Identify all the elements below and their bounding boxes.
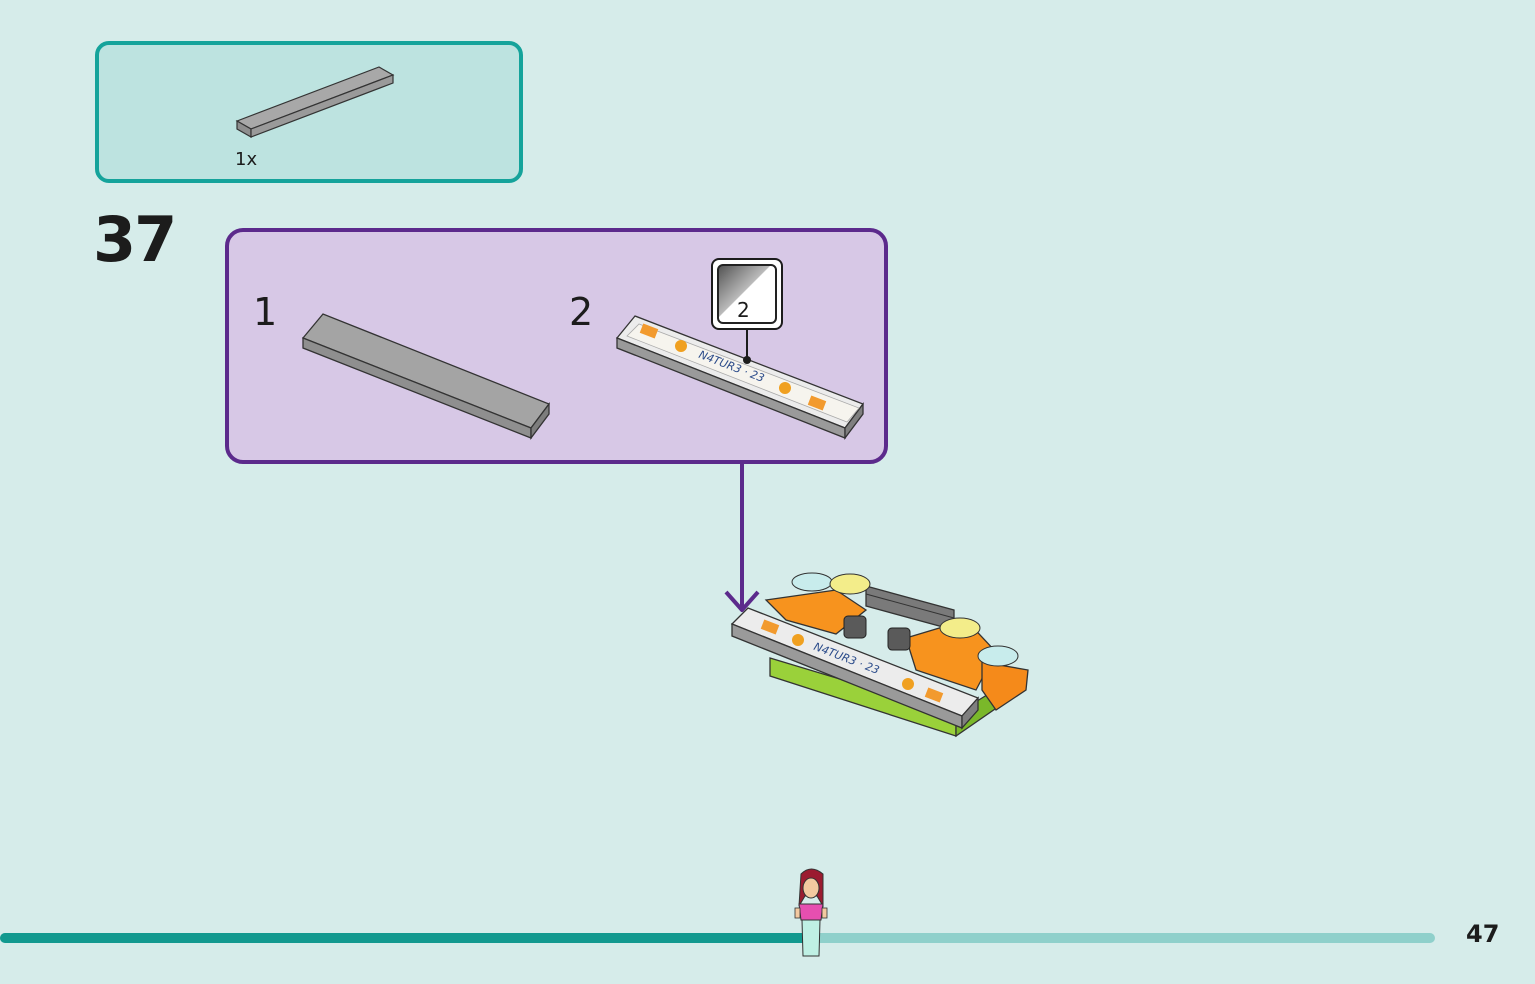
substep-label-1: 1 <box>253 290 278 334</box>
placement-arrow <box>724 462 760 612</box>
gray-tile-1x6-icon <box>301 313 551 440</box>
printed-tile-icon <box>615 315 865 440</box>
sticker-callout: 2 <box>711 258 783 330</box>
model-assembly-icon <box>730 572 1029 738</box>
sticker-number: 2 <box>737 298 750 322</box>
minifigure-progress-marker-icon <box>794 868 828 957</box>
substep-box: 1 2 N4TUR3 · 23 2 <box>225 228 888 464</box>
sticker-icon <box>717 264 777 324</box>
progress-bar <box>0 933 1435 943</box>
parts-list-box: 1x <box>95 41 523 183</box>
sticker-leader-line <box>743 328 751 364</box>
progress-bar-fill <box>0 933 811 943</box>
substep-label-2: 2 <box>569 290 594 334</box>
gray-tile-1x6-icon <box>235 66 395 139</box>
page-number: 47 <box>1466 920 1500 948</box>
part-quantity: 1x <box>235 149 258 170</box>
step-number: 37 <box>93 203 177 276</box>
